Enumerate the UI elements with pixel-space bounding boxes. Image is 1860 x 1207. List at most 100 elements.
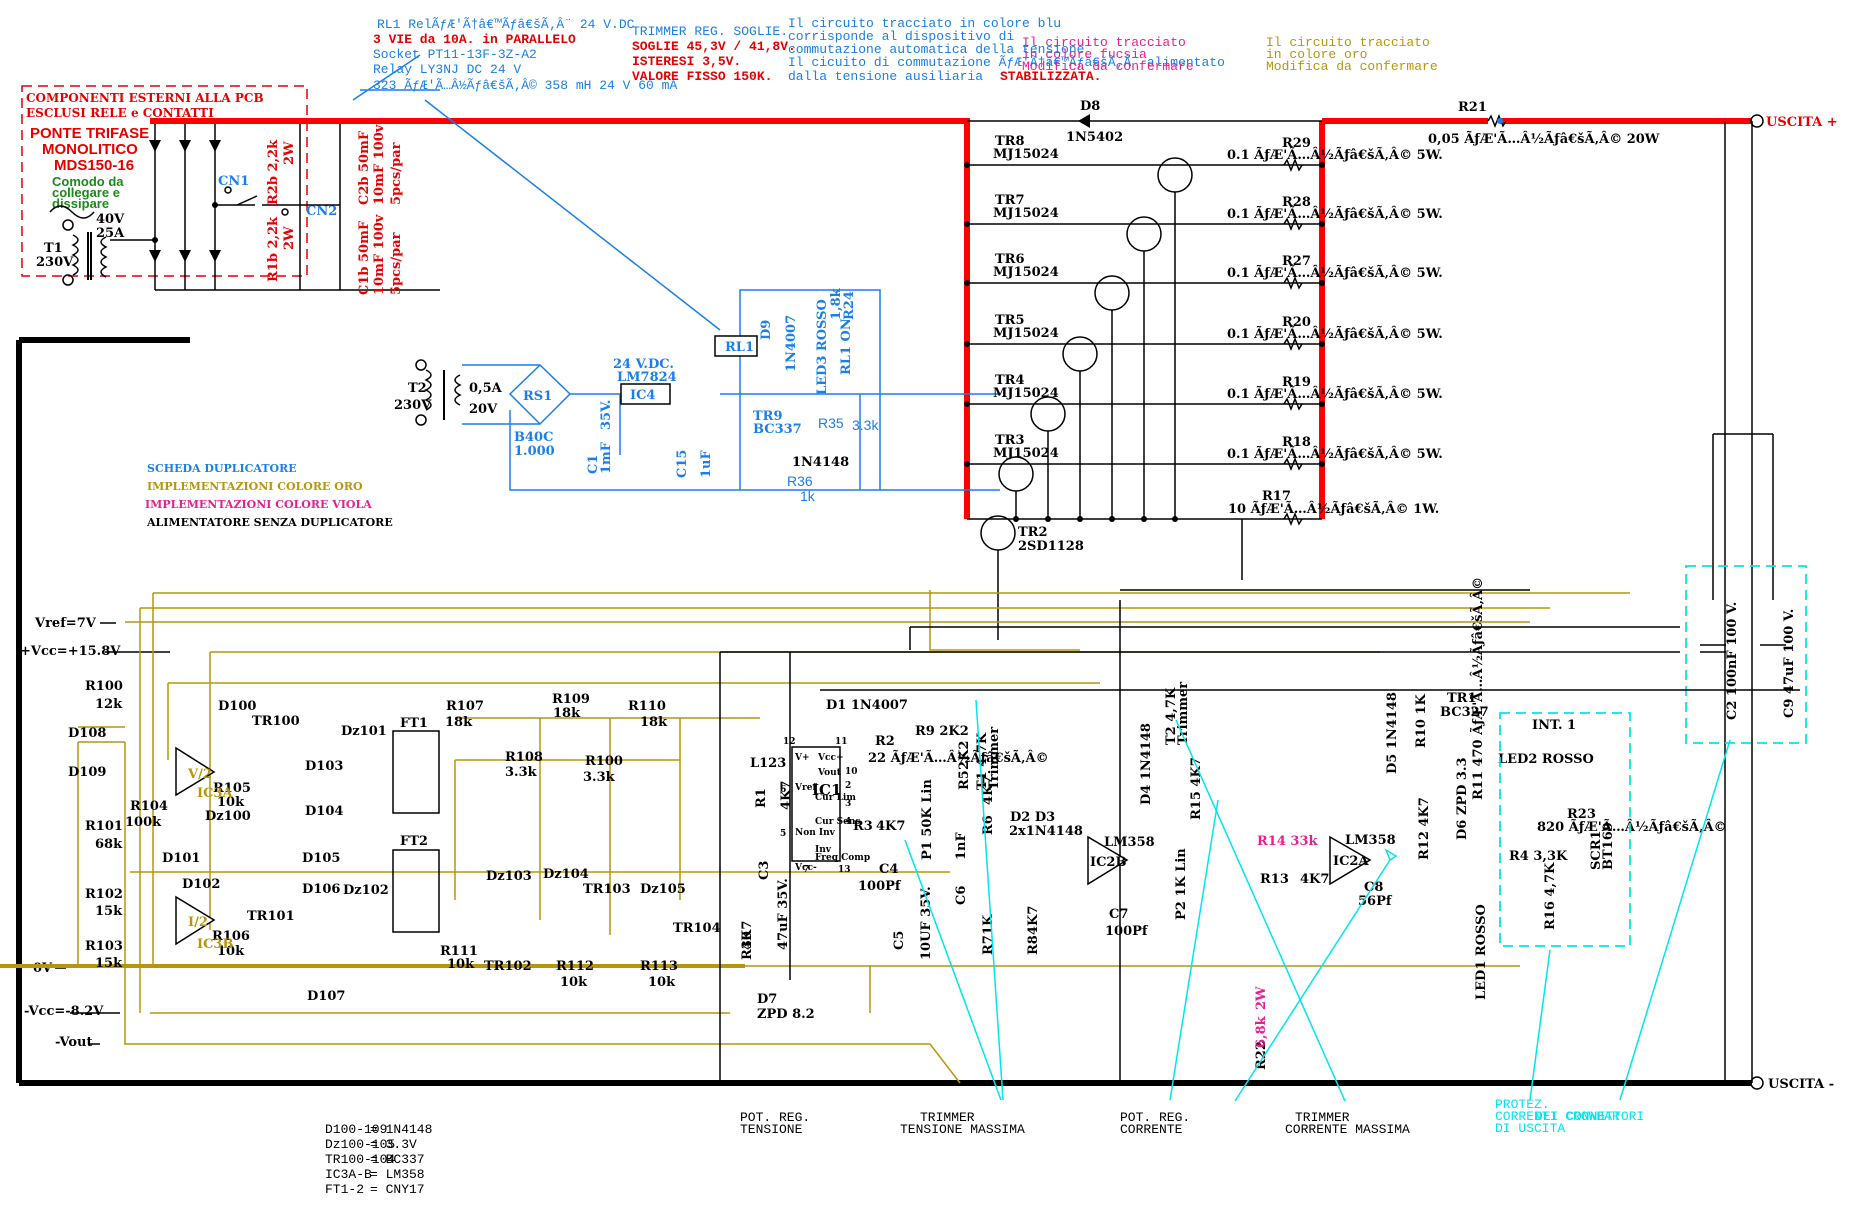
resistor-value: 10k (560, 975, 588, 990)
vcc-neg-label: -Vcc=-8.2V (24, 1004, 104, 1019)
junction (1319, 461, 1325, 467)
resistor-value: 3.3k (505, 765, 538, 780)
tr-base-bus (967, 518, 1322, 640)
r13-value: 4K7 (1300, 872, 1329, 887)
r8-value: 4K7 (1026, 906, 1041, 935)
legend: SCHEDA DUPLICATORE IMPLEMENTAZIONI COLOR… (145, 462, 393, 529)
component-label: D102 (182, 877, 220, 892)
output-plus-terminal[interactable] (1750, 114, 1764, 128)
c3-label: C3 (757, 861, 772, 880)
emitter-resistor (1283, 396, 1303, 412)
callout-pot-voltage: TENSIONE (740, 1122, 803, 1137)
transistor-type: MJ15024 (993, 206, 1059, 221)
resistor-label: R18 (1282, 435, 1311, 450)
r30-value: 4K7 (740, 921, 755, 950)
output-minus-label: USCITA - (1768, 1077, 1834, 1092)
d-1n4148-label: 1N4148 (792, 455, 849, 470)
blue-note-line: commutazione automatica della tensione (788, 42, 1084, 57)
d5-label: D5 1N4148 (1385, 692, 1400, 774)
d1-label: D1 1N4007 (826, 698, 908, 713)
r3-label: R3 (853, 819, 873, 834)
r2-value: 22 ÃƒÆ'Ã…Â½Ãƒâ€šÃ‚Â© (868, 750, 1049, 766)
rl1-coil (714, 335, 758, 357)
junction (964, 401, 970, 407)
resistor-value: 10k (217, 795, 245, 810)
t2-secondary: 20V (469, 402, 498, 417)
t1-secondary: 40V (96, 212, 125, 227)
c5-label: C5 (892, 931, 907, 950)
cn2-label: CN2 (306, 204, 337, 219)
t2-label: T2 (408, 381, 427, 396)
c7-label: C7 (1109, 907, 1128, 922)
led1-label: LED1 ROSSO (1474, 904, 1489, 1000)
bom-value: = BC337 (370, 1152, 425, 1167)
int1-label: INT. 1 (1532, 718, 1576, 733)
trimmer-note-line: ISTERESI 3,5V. (632, 54, 741, 69)
r6-value: 4K7 (981, 776, 996, 805)
ic3a-name: IC3A (197, 786, 233, 801)
junction (1319, 280, 1325, 286)
tr2-type: 2SD1128 (1018, 539, 1084, 554)
r24-label: R24 (842, 291, 857, 320)
c6-value: 1nF (954, 832, 969, 860)
c1b-label: 5pcs/par (389, 232, 404, 295)
power-transistor (1030, 396, 1066, 432)
r36-label: R36 (787, 473, 813, 489)
c2b-label: C2b 50mF (357, 130, 372, 205)
callout-connectors: DI USCITA (1495, 1121, 1565, 1136)
r2b-watt: 2W (282, 141, 297, 165)
r5-value: 2K2 (957, 741, 972, 770)
component-label: TR100 (252, 714, 300, 729)
component-label: D105 (302, 851, 340, 866)
cn1-terminal (224, 186, 232, 194)
resistor-label: R105 (213, 781, 251, 796)
resistor-value: 18k (445, 715, 473, 730)
transistor-type: MJ15024 (993, 386, 1059, 401)
output-minus-terminal[interactable] (1750, 1076, 1764, 1090)
ic3b-label: I/2 (188, 915, 208, 930)
led2-label: LED2 ROSSO (1498, 752, 1594, 767)
resistor-value: 15k (95, 956, 123, 971)
c8-value: 56Pf (1358, 894, 1393, 909)
r5-label: R5 (957, 770, 972, 790)
external-box-title: ESCLUSI RELE e CONTATTI (26, 106, 214, 120)
rs1-type: B40C (514, 430, 553, 445)
resistor-label: R109 (552, 692, 590, 707)
c4-value: 100Pf (858, 879, 902, 894)
resistor-label: R104 (130, 799, 168, 814)
t2-trimmer-label: T2 4,7K (1164, 687, 1179, 745)
component-label: D103 (305, 759, 343, 774)
r9-label: R9 2K2 (915, 724, 969, 739)
three-phase-bridge (110, 120, 440, 291)
p2-label: P2 1K Lin (1174, 848, 1189, 920)
c5-value: 10UF 35V. (919, 886, 934, 960)
trimmer-note-line: VALORE FISSO 150K. (632, 69, 772, 84)
vcc-pos-label: +Vcc=+15.8V (20, 644, 121, 659)
component-label: Dz103 (486, 869, 532, 884)
ic1-pin-label: Inv (815, 845, 832, 855)
rs1-label: RS1 (523, 389, 552, 404)
ic4-label: IC4 (630, 388, 655, 403)
ic2b-opamp (1087, 835, 1129, 886)
component-label: D101 (162, 851, 200, 866)
led3-state: RL1 ON (839, 318, 854, 375)
r35-value: 3.3k (852, 417, 879, 433)
gold-duplicator-grid (454, 717, 760, 935)
r24-value: 1,8k (829, 287, 844, 320)
c1b-label: 10mF 100v (372, 214, 387, 295)
blue-circuit-note: Il circuito tracciato in colore blu corr… (788, 16, 1225, 84)
power-transistor (998, 456, 1034, 492)
resistor-label: R100 (585, 754, 623, 769)
bom-ref: IC3A-B (325, 1167, 372, 1182)
cn2-terminal (281, 208, 289, 216)
bridge-label: MDS150-16 (54, 157, 134, 174)
bom-value: = 1N4148 (370, 1122, 432, 1137)
ic1-pin-label: Vout (817, 768, 842, 778)
resistor-label: R107 (446, 699, 484, 714)
ic1-pin-number: 3 (845, 799, 851, 809)
transformer-t1 (49, 205, 108, 286)
gold-note-line: Modifica da confermare (1266, 59, 1438, 74)
bom-value: = 3.3V (370, 1137, 417, 1152)
junction (964, 461, 970, 467)
resistor-label: R103 (85, 939, 123, 954)
